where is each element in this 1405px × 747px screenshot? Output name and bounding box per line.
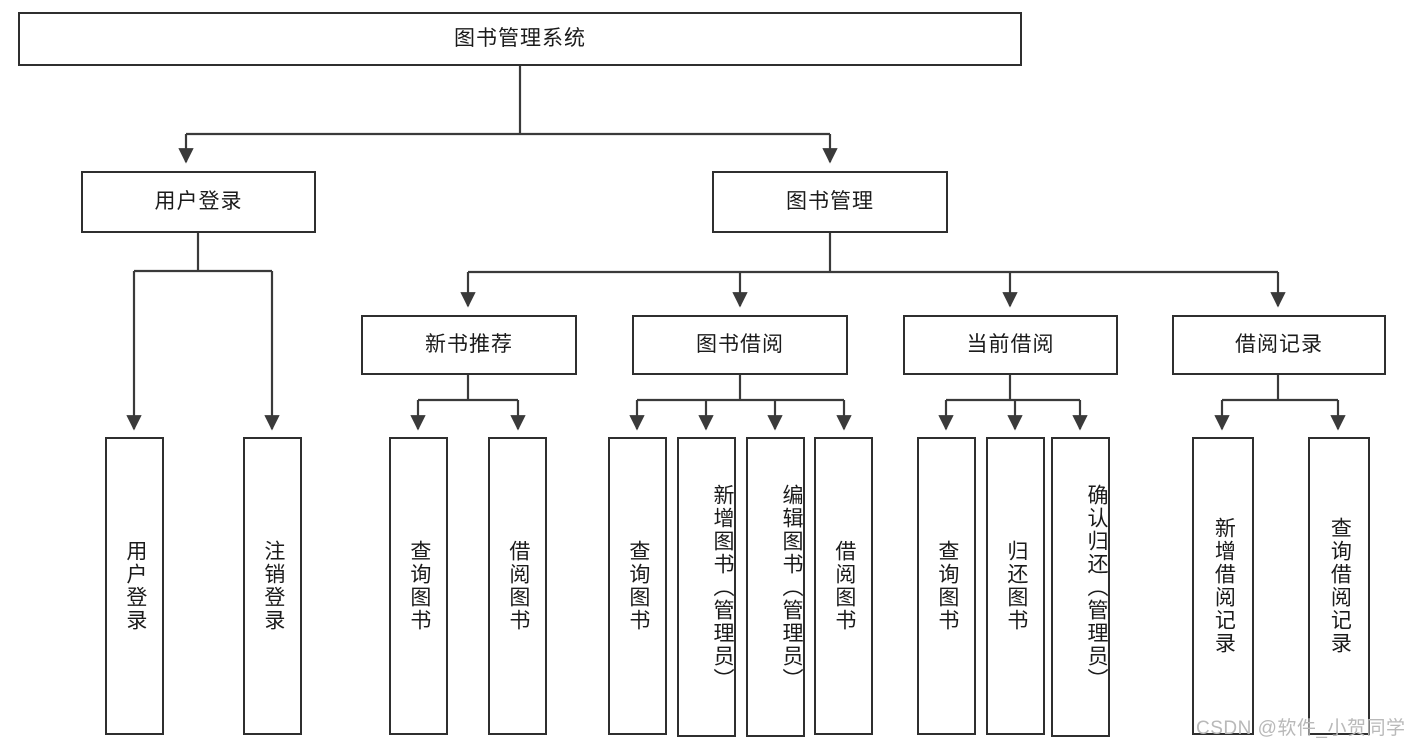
node-book-borrow[interactable]: 图书借阅 [632,315,848,375]
leaf-borrow-book-newbook[interactable]: 借阅图书 [488,437,547,735]
node-user-login[interactable]: 用户登录 [81,171,316,233]
leaf-edit-book-admin[interactable]: 编辑图书（管理员） [746,437,805,737]
node-new-book-recommend[interactable]: 新书推荐 [361,315,577,375]
node-current-borrow[interactable]: 当前借阅 [903,315,1118,375]
leaf-add-borrow-record[interactable]: 新增借阅记录 [1192,437,1254,735]
leaf-user-login[interactable]: 用户登录 [105,437,164,735]
leaf-query-book-newbook[interactable]: 查询图书 [389,437,448,735]
leaf-return-book[interactable]: 归还图书 [986,437,1045,735]
leaf-user-logout[interactable]: 注销登录 [243,437,302,735]
leaf-query-book-current[interactable]: 查询图书 [917,437,976,735]
node-book-manage[interactable]: 图书管理 [712,171,948,233]
leaf-confirm-return-admin[interactable]: 确认归还（管理员） [1051,437,1110,737]
node-root[interactable]: 图书管理系统 [18,12,1022,66]
leaf-query-book-borrow[interactable]: 查询图书 [608,437,667,735]
leaf-query-borrow-record[interactable]: 查询借阅记录 [1308,437,1370,735]
node-borrow-record[interactable]: 借阅记录 [1172,315,1386,375]
leaf-borrow-book-borrow[interactable]: 借阅图书 [814,437,873,735]
leaf-add-book-admin[interactable]: 新增图书（管理员） [677,437,736,737]
